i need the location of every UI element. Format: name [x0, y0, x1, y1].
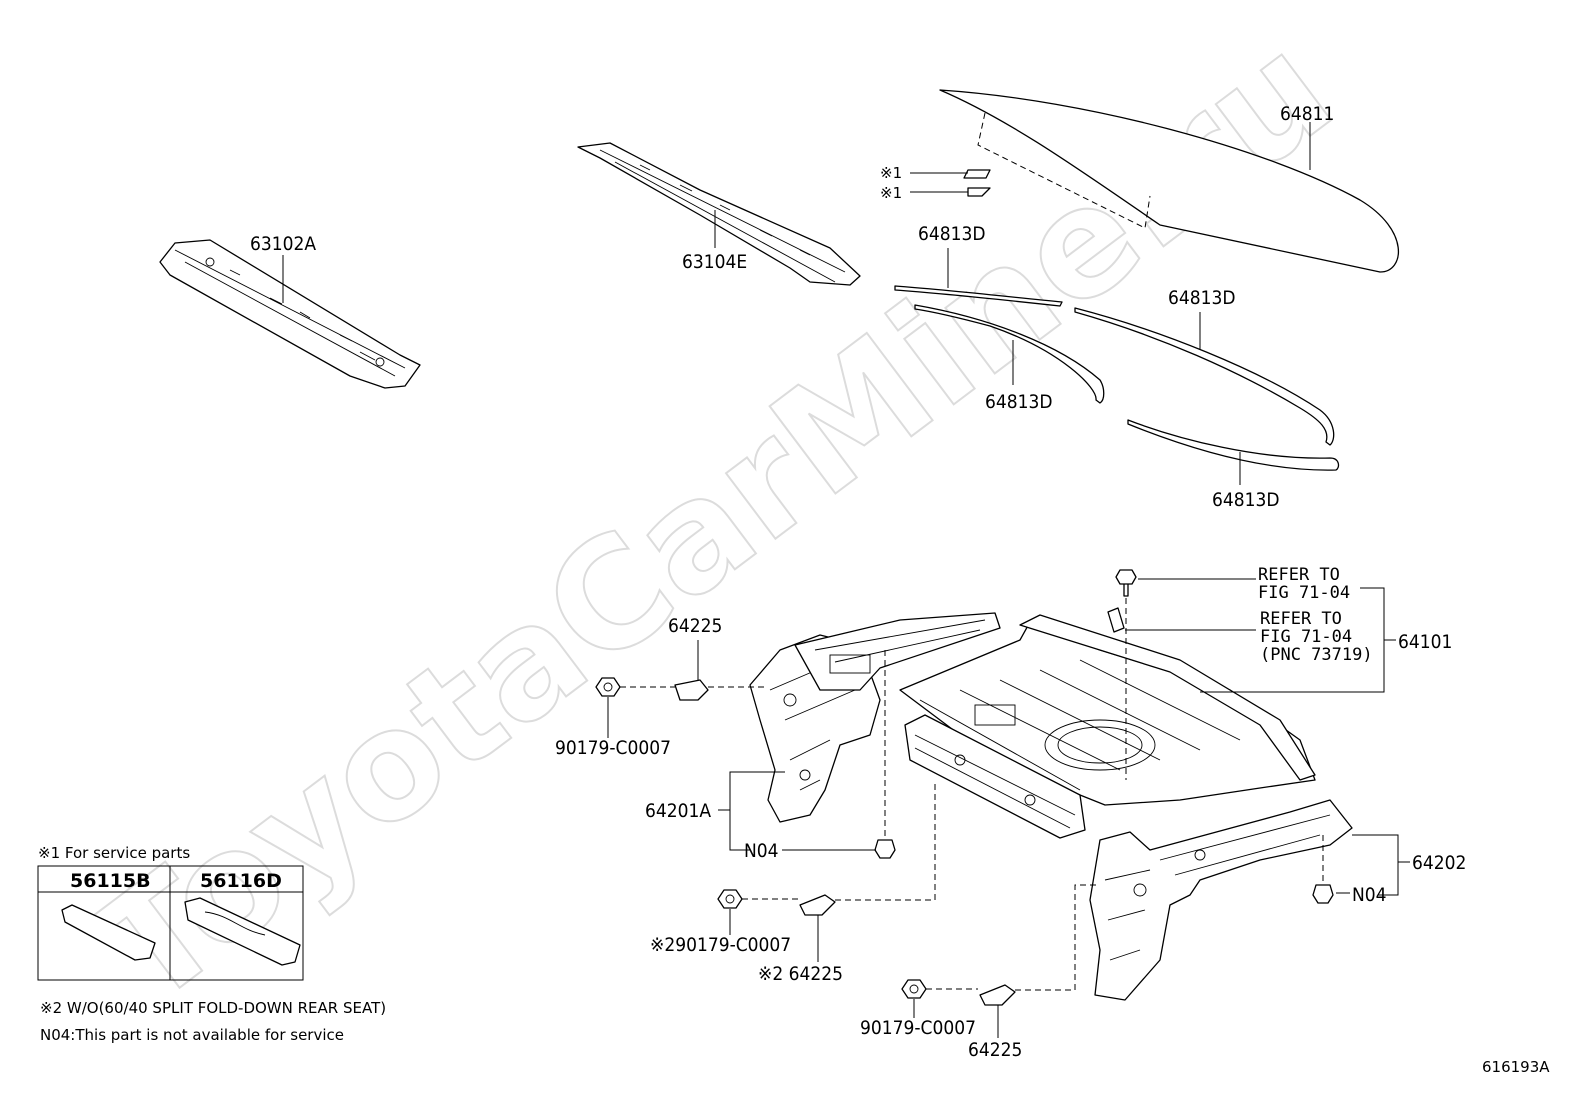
- label-64225-top[interactable]: 64225: [668, 615, 722, 637]
- note-w-o-split: ※2 W/O(60/40 SPLIT FOLD-DOWN REAR SEAT): [40, 999, 386, 1017]
- nut-bottom-icon: [901, 979, 927, 999]
- label-64813D-3[interactable]: 64813D: [985, 391, 1053, 413]
- n04-right-icon: [1312, 884, 1334, 904]
- refer-1-line-1: REFER TO: [1258, 565, 1340, 585]
- nut-left-icon: [595, 677, 621, 697]
- label-64225-mid[interactable]: ※2 64225: [758, 963, 843, 985]
- service-part-2: [967, 187, 991, 197]
- nut-mid-icon: [717, 889, 743, 909]
- part-56115B-drawing: [61, 904, 156, 961]
- label-64225-bottom[interactable]: 64225: [968, 1039, 1022, 1061]
- service-parts-table: [37, 865, 304, 981]
- service-part-1: [963, 169, 991, 179]
- label-64201A[interactable]: 64201A: [645, 800, 711, 822]
- part-64202-drawing: [1089, 799, 1353, 1001]
- label-90179-bottom[interactable]: 90179-C0007: [860, 1017, 976, 1039]
- refer-2-line-3: (PNC 73719): [1260, 645, 1373, 665]
- figure-id: 616193A: [1482, 1058, 1550, 1076]
- part-cross-member-drawing: [904, 714, 1086, 839]
- mark-1-a: ※1: [880, 164, 902, 182]
- label-64101[interactable]: 64101: [1398, 631, 1452, 653]
- label-63102A[interactable]: 63102A: [250, 233, 316, 255]
- part-63102A-drawing: [159, 239, 421, 389]
- bolt-top-icon: [1115, 569, 1137, 597]
- part-upper-panel-drawing: [794, 612, 1001, 691]
- label-90179-mid[interactable]: ※290179-C0007: [650, 934, 791, 956]
- part-63104E-drawing: [577, 142, 861, 286]
- label-64811[interactable]: 64811: [1280, 103, 1334, 125]
- refer-2-line-1: REFER TO: [1260, 609, 1342, 629]
- part-64811-glass: [939, 89, 1399, 273]
- n04-left-icon: [874, 839, 896, 859]
- note-n04: N04:This part is not available for servi…: [40, 1026, 344, 1044]
- label-N04-right[interactable]: N04: [1352, 884, 1387, 906]
- service-col-56116D[interactable]: 56116D: [200, 870, 282, 892]
- refer-2-line-2: FIG 71-04: [1260, 627, 1352, 647]
- mark-1-b: ※1: [880, 184, 902, 202]
- refer-1-line-2: FIG 71-04: [1258, 583, 1350, 603]
- service-col-56115B[interactable]: 56115B: [70, 870, 151, 892]
- label-64202[interactable]: 64202: [1412, 852, 1466, 874]
- service-box-title: ※1 For service parts: [38, 844, 190, 862]
- label-64813D-1[interactable]: 64813D: [918, 223, 986, 245]
- bracket-64225-top-icon: [674, 679, 709, 701]
- label-64813D-2[interactable]: 64813D: [1168, 287, 1236, 309]
- part-56116D-drawing: [184, 897, 301, 966]
- label-63104E[interactable]: 63104E: [682, 251, 747, 273]
- label-N04-left[interactable]: N04: [744, 840, 779, 862]
- part-64813D-moldings: [894, 285, 1340, 471]
- bracket-64225-bottom-icon: [979, 984, 1016, 1006]
- bracket-64225-mid-icon: [799, 894, 836, 916]
- clip-top-icon: [1107, 607, 1125, 633]
- label-64813D-4[interactable]: 64813D: [1212, 489, 1280, 511]
- label-90179-left[interactable]: 90179-C0007: [555, 737, 671, 759]
